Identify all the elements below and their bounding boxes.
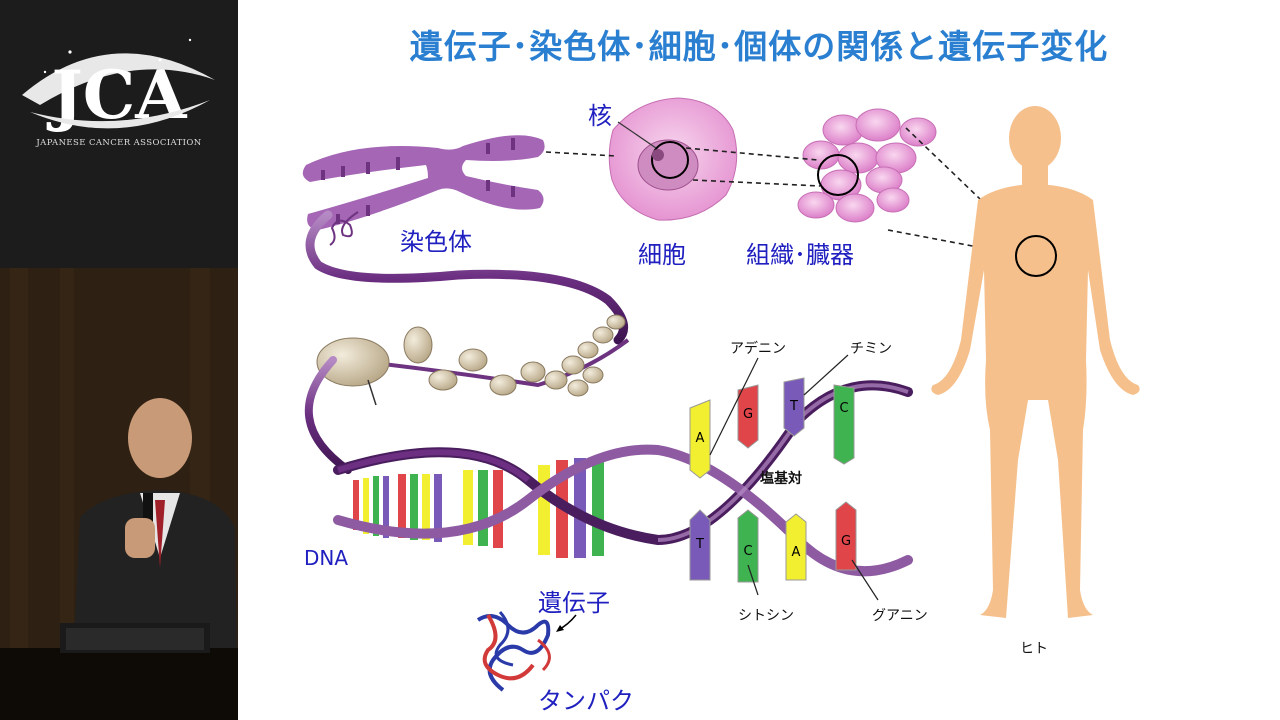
base-thymine-top: T [783,377,805,437]
label-thymine: チミン [850,341,892,357]
protein-icon [476,611,577,692]
base-label: G [743,407,753,422]
base-label: A [792,545,801,560]
label-human: ヒト [1020,641,1048,657]
label-dna: DNA [304,546,349,570]
speaker-silhouette-icon [0,268,238,720]
base-thymine-bottom: T [689,509,711,581]
label-gene: 遺伝子 [538,589,610,617]
slide: 遺伝子･染色体･細胞･個体の関係と遺伝子変化 [238,0,1280,720]
speaker-video [0,268,238,720]
base-cytosine-bottom: C [737,509,759,583]
nucleosome-icon [316,314,630,406]
base-adenine-top: A [689,399,711,479]
label-cytosine: シトシン [738,608,794,624]
tissue-icon [797,108,937,223]
logo-subtitle: JAPANESE CANCER ASSOCIATION [36,138,202,148]
base-cytosine-top: C [833,384,855,465]
slide-title: 遺伝子･染色体･細胞･個体の関係と遺伝子変化 [409,27,1109,66]
chromatin-ribbon [305,210,629,345]
base-adenine-bottom: A [785,513,807,581]
label-tissue: 組織･臓器 [746,241,854,269]
human-body-icon [931,106,1140,618]
left-panel: JCA JAPANESE CANCER ASSOCIATION [0,0,238,720]
base-guanine-bottom: G [835,501,857,571]
base-label: G [841,534,851,549]
base-pairs-bottom: T C A G [689,501,857,583]
label-cell: 細胞 [638,241,686,269]
label-chromosome: 染色体 [400,228,472,256]
base-label: T [695,537,704,552]
base-pairs-top: A G T C [689,377,855,479]
chromosome-icon [302,135,545,246]
label-nucleus: 核 [588,102,612,130]
cell-icon [608,97,738,221]
dna-helix-icon [333,380,913,577]
label-guanine: グアニン [872,608,928,624]
label-base-pair: 塩基対 [760,471,802,487]
base-label: T [789,399,798,414]
label-protein: タンパク [538,687,634,715]
label-adenine: アデニン [730,341,786,357]
base-label: A [696,431,705,446]
base-label: C [839,401,848,416]
gene-diagram: A G T C T C [302,97,1140,692]
base-label: C [743,544,752,559]
jca-logo: JCA JAPANESE CANCER ASSOCIATION [0,0,238,268]
base-guanine-top: G [737,384,759,449]
logo-emblem-icon: JCA [22,38,215,134]
